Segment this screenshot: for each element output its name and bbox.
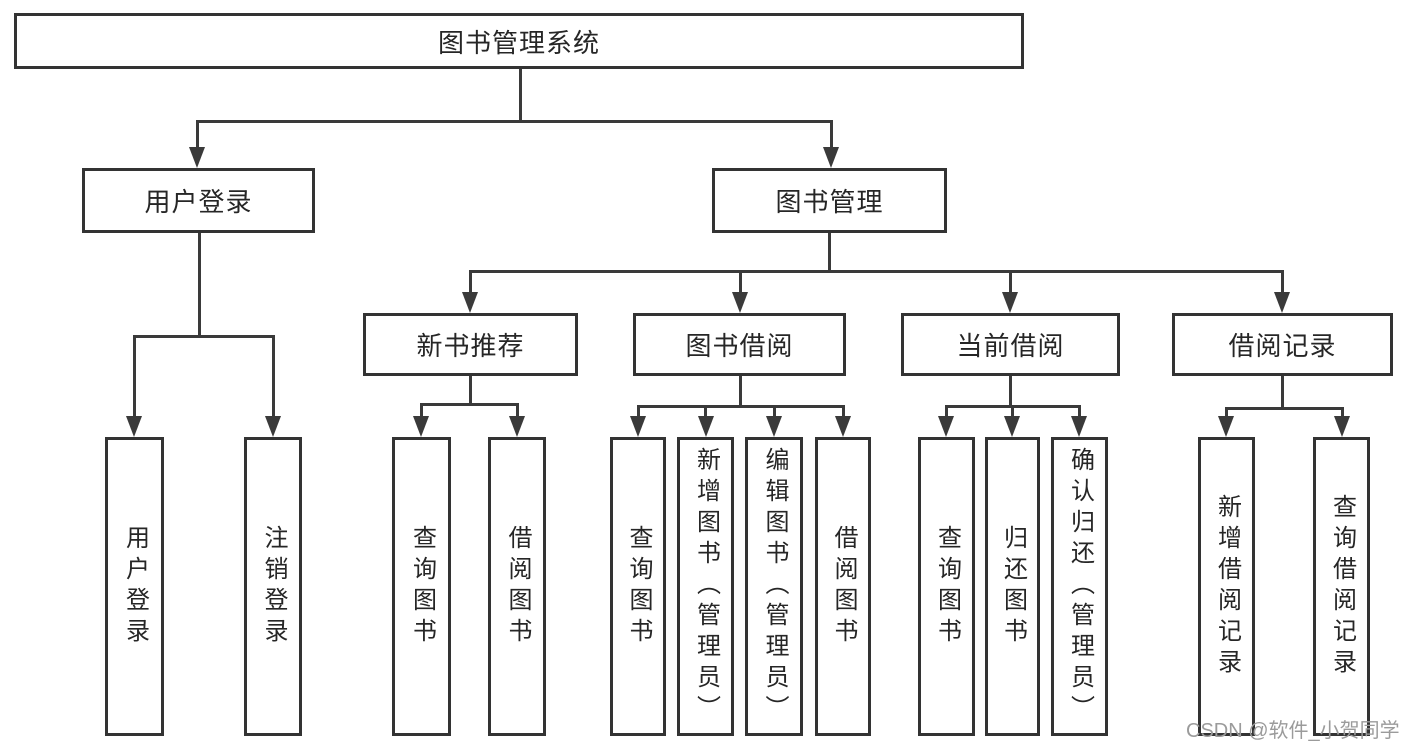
leaf-current-query-book: 查询图书 [918, 437, 975, 736]
leaf-logout: 注销登录 [244, 437, 302, 736]
leaf-add-book-admin-label: 新增图书（管理员） [692, 447, 720, 726]
arrowhead-icon [1218, 416, 1234, 437]
connector-line [738, 270, 742, 293]
connector-line [1008, 376, 1012, 408]
connector-line [1008, 270, 1012, 293]
leaf-newbook-borrow-book: 借阅图书 [488, 437, 546, 736]
leaf-confirm-return-admin-label: 确认归还（管理员） [1066, 447, 1094, 726]
node-new-book-recommend-label: 新书推荐 [416, 331, 525, 361]
connector-line [419, 403, 423, 417]
connector-line [132, 335, 275, 338]
connector-line [195, 120, 199, 148]
connector-line [636, 405, 640, 417]
connector-line [636, 405, 845, 408]
arrowhead-icon [1004, 416, 1020, 437]
connector-line [841, 405, 845, 417]
leaf-newbook-borrow-book-label: 借阅图书 [504, 524, 531, 649]
arrowhead-icon [1002, 292, 1018, 313]
leaf-return-book: 归还图书 [985, 437, 1040, 736]
arrowhead-icon [823, 147, 839, 168]
arrowhead-icon [126, 416, 142, 437]
connector-line [515, 403, 519, 417]
connector-line [468, 270, 1284, 273]
leaf-borrow-query-book-label: 查询图书 [625, 524, 652, 649]
connector-line [1010, 405, 1014, 417]
connector-line [132, 335, 136, 417]
leaf-user-login-label: 用户登录 [121, 524, 149, 649]
node-current-borrow-label: 当前借阅 [956, 331, 1065, 361]
node-current-borrow: 当前借阅 [901, 313, 1120, 376]
leaf-confirm-return-admin: 确认归还（管理员） [1051, 437, 1108, 736]
arrowhead-icon [1071, 416, 1087, 437]
node-user-login-label: 用户登录 [144, 187, 253, 217]
connector-line [827, 233, 831, 273]
leaf-user-login: 用户登录 [105, 437, 164, 736]
node-book-borrow: 图书借阅 [633, 313, 846, 376]
connector-line [1224, 407, 1228, 417]
leaf-return-book-label: 归还图书 [999, 524, 1027, 649]
arrowhead-icon [509, 416, 525, 437]
leaf-borrow-book: 借阅图书 [815, 437, 871, 736]
arrowhead-icon [630, 416, 646, 437]
node-user-login: 用户登录 [82, 168, 315, 233]
connector-line [1280, 270, 1284, 293]
arrowhead-icon [462, 292, 478, 313]
connector-line [468, 376, 472, 406]
leaf-add-borrow-record-label: 新增借阅记录 [1213, 493, 1241, 680]
arrowhead-icon [835, 416, 851, 437]
node-book-borrow-label: 图书借阅 [685, 331, 794, 361]
connector-line [468, 270, 472, 293]
node-root: 图书管理系统 [14, 13, 1024, 69]
leaf-newbook-query-book: 查询图书 [392, 437, 451, 736]
arrowhead-icon [1334, 416, 1350, 437]
arrowhead-icon [732, 292, 748, 313]
node-new-book-recommend: 新书推荐 [363, 313, 578, 376]
leaf-newbook-query-book-label: 查询图书 [408, 524, 436, 649]
arrowhead-icon [189, 147, 205, 168]
connector-line [419, 403, 519, 406]
leaf-current-query-book-label: 查询图书 [933, 524, 961, 649]
connector-line [195, 120, 833, 123]
connector-line [944, 405, 948, 417]
leaf-logout-label: 注销登录 [260, 524, 287, 649]
arrowhead-icon [766, 416, 782, 437]
connector-line [1077, 405, 1081, 417]
arrowhead-icon [1274, 292, 1290, 313]
connector-line [738, 376, 742, 408]
csdn-watermark: CSDN @软件_小贺同学 [1186, 720, 1400, 742]
leaf-borrow-query-book: 查询图书 [610, 437, 666, 736]
leaf-edit-book-admin-label: 编辑图书（管理员） [761, 447, 788, 726]
arrowhead-icon [413, 416, 429, 437]
node-borrow-record-label: 借阅记录 [1228, 331, 1337, 361]
leaf-borrow-book-label: 借阅图书 [830, 524, 857, 649]
connector-line [518, 69, 522, 121]
node-book-management: 图书管理 [712, 168, 947, 233]
leaf-add-book-admin: 新增图书（管理员） [677, 437, 734, 736]
leaf-query-borrow-record-label: 查询借阅记录 [1328, 493, 1356, 680]
connector-line [1224, 407, 1344, 410]
leaf-edit-book-admin: 编辑图书（管理员） [745, 437, 803, 736]
node-book-management-label: 图书管理 [775, 187, 884, 217]
connector-line [1280, 376, 1284, 410]
connector-line [271, 335, 275, 417]
connector-line [704, 405, 707, 417]
leaf-query-borrow-record: 查询借阅记录 [1313, 437, 1370, 736]
connector-line [1340, 407, 1344, 417]
connector-line [197, 233, 201, 338]
arrowhead-icon [697, 416, 714, 437]
leaf-add-borrow-record: 新增借阅记录 [1198, 437, 1255, 736]
node-root-label: 图书管理系统 [437, 27, 600, 58]
arrowhead-icon [265, 416, 281, 437]
node-borrow-record: 借阅记录 [1172, 313, 1393, 376]
connector-line [829, 120, 833, 148]
arrowhead-icon [938, 416, 954, 437]
connector-line [772, 405, 776, 417]
